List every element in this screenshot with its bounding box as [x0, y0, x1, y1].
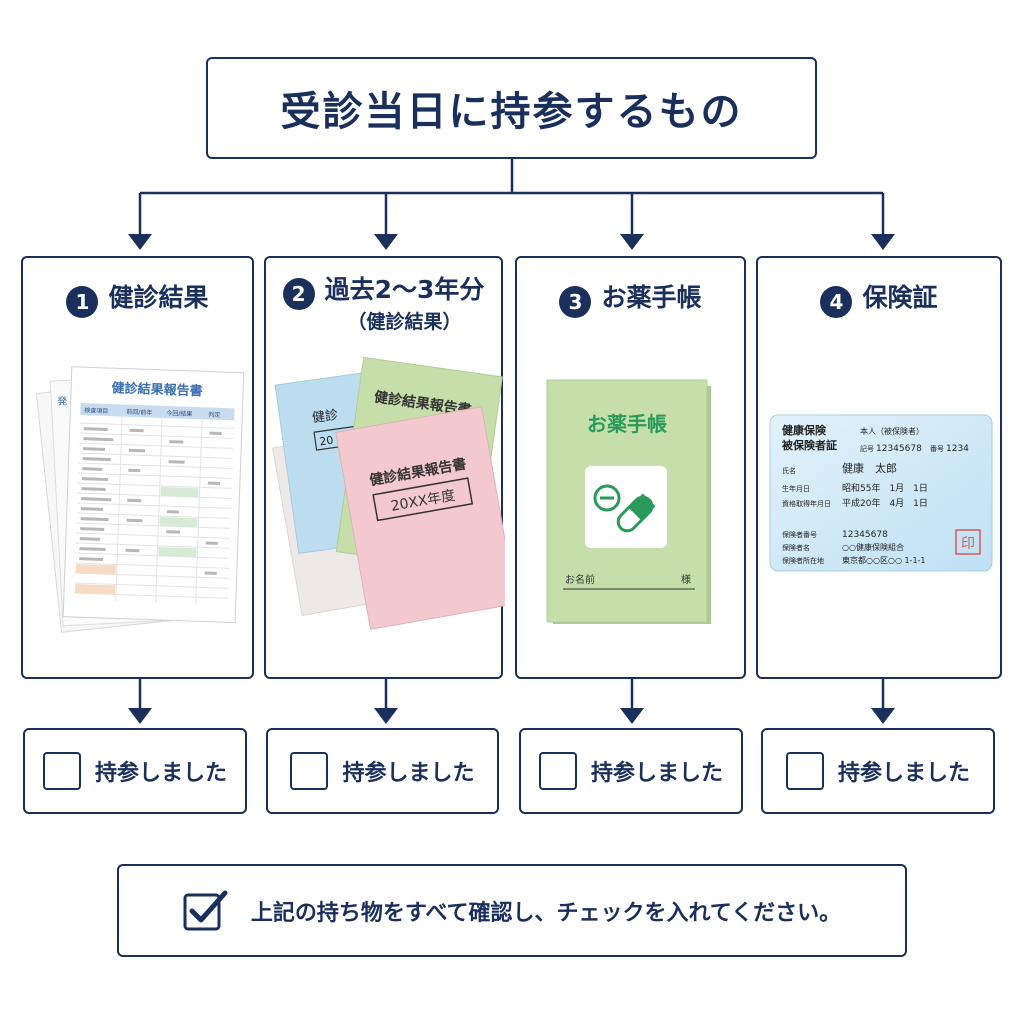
table-header-cell: 判定	[208, 411, 220, 419]
card-subtype: 被保険者証	[782, 438, 837, 452]
arrow-down-icon	[871, 234, 895, 250]
checkbox-label: 持参しました	[342, 761, 475, 786]
card-header: 3 お薬手帳	[517, 282, 744, 318]
svg-text:保険者番号: 保険者番号	[782, 530, 817, 539]
page-title: 受診当日に持参するもの	[280, 89, 743, 135]
card-insurer-address: 東京都○○区○○ 1-1-1	[842, 555, 926, 565]
item-title: 健診結果	[108, 283, 209, 312]
item-card-insurance-card: 4 保険証 健康保険 被保険者証 本人（被保険者） 記号 12345678 番号…	[756, 256, 1002, 679]
svg-text:保険者名: 保険者名	[782, 543, 810, 552]
item-subtitle: （健診結果）	[347, 310, 462, 333]
arrow-down-icon	[374, 234, 398, 250]
card-bango: 1234	[946, 444, 969, 454]
insurance-card-illustration: 健康保険 被保険者証 本人（被保険者） 記号 12345678 番号 1234 …	[769, 414, 993, 572]
checkbox-label: 持参しました	[590, 761, 723, 786]
card-header: 1 健診結果	[23, 282, 252, 318]
past-reports-illustration: 健診 20 健診結果報告書 健診結果報告書 20XX年度	[272, 356, 505, 630]
arrow-down-icon	[128, 708, 152, 724]
svg-text:生年月日: 生年月日	[782, 484, 810, 493]
item-title: 保険証	[862, 283, 938, 312]
checkbox-label: 持参しました	[837, 761, 970, 786]
checkbox-row-1[interactable]: 持参しました	[23, 728, 247, 814]
notebook-cover-title: お薬手帳	[587, 412, 667, 436]
medicine-notebook-illustration: お薬手帳 お名前 様	[546, 379, 711, 624]
pill-icon	[593, 484, 621, 512]
item-card-past-results: 2 過去2〜3年分 （健診結果） 健診 20 健診結果報告書 健診結果報告書 2…	[264, 256, 505, 679]
checkbox-row-2[interactable]: 持参しました	[266, 728, 499, 814]
checked-checkbox-icon[interactable]	[183, 889, 229, 933]
seal-stamp: 印	[961, 536, 975, 552]
checkbox-item-1[interactable]	[42, 752, 81, 790]
sama-label: 様	[681, 573, 691, 586]
card-acq-date: 平成20年 4月 1日	[842, 497, 928, 509]
table-header-cell: 前回/前年	[126, 408, 152, 417]
card-name: 健康 太郎	[842, 461, 897, 475]
arrow-down-icon	[620, 708, 644, 724]
item-title: 過去2〜3年分	[324, 275, 485, 304]
item-number-badge: 3	[559, 286, 592, 318]
confirmation-instruction: 上記の持ち物をすべて確認し、チェックを入れてください。	[250, 900, 842, 926]
item-number-badge: 4	[820, 286, 853, 318]
arrow-down-icon	[128, 234, 152, 250]
report-doc-title: 健診結果報告書	[111, 380, 203, 399]
svg-text:記号: 記号	[860, 444, 874, 453]
item-number-badge: 2	[282, 278, 315, 310]
health-report-illustration: 発 健診結果報告書 検査項目 前回/前年 今回/結果 判定	[35, 366, 245, 633]
table-header-cell: 検査項目	[84, 406, 108, 415]
confirmation-box[interactable]: 上記の持ち物をすべて確認し、チェックを入れてください。	[117, 864, 907, 957]
name-label: お名前	[565, 573, 595, 586]
arrow-down-icon	[620, 234, 644, 250]
capsule-icon	[616, 493, 656, 533]
checkbox-row-3[interactable]: 持参しました	[519, 728, 743, 814]
side-page-label: 発	[57, 394, 68, 408]
item-title: お薬手帳	[601, 283, 702, 312]
page-title-box: 受診当日に持参するもの	[206, 57, 817, 159]
item-card-health-results: 1 健診結果 発 健診結果報告書 検査項目 前回/前年 今回/結果 判定	[21, 256, 254, 679]
svg-text:保険者所在地: 保険者所在地	[782, 556, 824, 565]
blue-book-label: 健診	[311, 407, 339, 426]
arrow-down-icon	[374, 708, 398, 724]
checkbox-row-4[interactable]: 持参しました	[761, 728, 995, 814]
card-holder: 本人（被保険者）	[860, 426, 924, 436]
svg-text:資格取得年月日: 資格取得年月日	[782, 499, 831, 508]
checkbox-item-3[interactable]	[538, 752, 577, 790]
checkbox-item-4[interactable]	[785, 752, 824, 790]
card-insurer-name: ○○健康保険組合	[842, 542, 904, 552]
table-header-cell: 今回/結果	[166, 409, 192, 418]
arrow-down-icon	[871, 708, 895, 724]
card-header: 2 過去2〜3年分 （健診結果）	[266, 274, 501, 334]
item-card-medicine-notebook: 3 お薬手帳 お薬手帳 お名前 様	[515, 256, 746, 679]
card-dob: 昭和55年 1月 1日	[842, 482, 928, 494]
card-header: 4 保険証	[758, 282, 1000, 318]
card-kigo: 12345678	[876, 444, 922, 454]
card-insurer-no: 12345678	[842, 530, 888, 540]
svg-text:20: 20	[319, 434, 335, 449]
checkbox-label: 持参しました	[94, 761, 227, 786]
item-number-badge: 1	[66, 286, 99, 318]
svg-text:番号: 番号	[930, 445, 944, 453]
card-type: 健康保険	[782, 423, 827, 437]
svg-text:氏名: 氏名	[782, 466, 796, 475]
checkbox-item-2[interactable]	[290, 752, 329, 790]
